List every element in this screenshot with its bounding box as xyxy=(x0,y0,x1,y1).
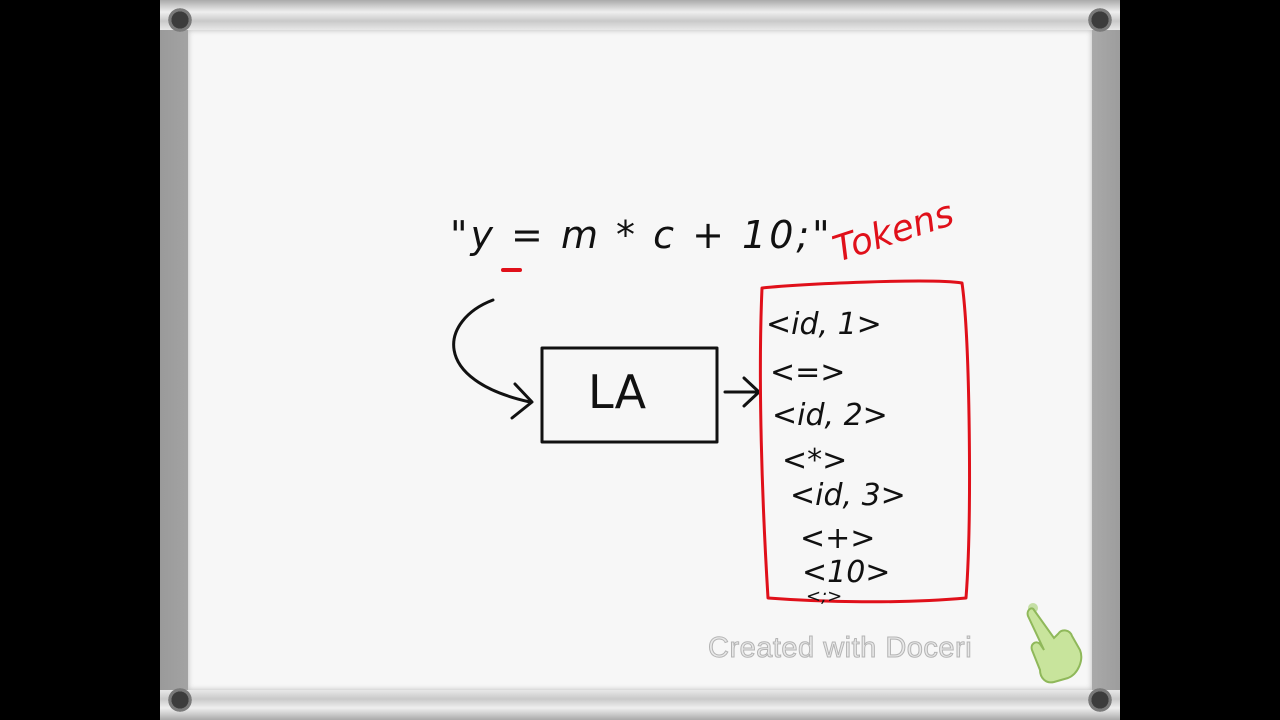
token-list: <id, 1> <=> <id, 2> <*> <id, 3> <+> <10>… xyxy=(766,307,906,607)
tokens-label: Tokens xyxy=(828,193,959,270)
frame-corner-bottom-left xyxy=(165,685,195,715)
token-item: <+> xyxy=(800,521,875,556)
input-arrow xyxy=(452,298,532,404)
token-item: <10> xyxy=(802,555,890,590)
token-item: <id, 3> xyxy=(790,478,906,513)
token-item: <=> xyxy=(770,355,845,390)
whiteboard-surface xyxy=(188,30,1092,690)
lexical-analyzer-label: LA xyxy=(588,365,647,419)
lexical-analyzer-box xyxy=(540,346,719,444)
pointing-hand-icon xyxy=(1026,603,1083,684)
token-item: <id, 2> xyxy=(772,398,888,433)
input-arrow-head xyxy=(510,382,534,420)
token-item: <;> xyxy=(806,586,842,607)
token-item: <id, 1> xyxy=(766,307,882,342)
token-stream-box xyxy=(758,279,971,604)
token-item: <*> xyxy=(782,443,847,478)
frame-corner-bottom-right xyxy=(1085,685,1115,715)
doceri-watermark: Created with Doceri xyxy=(707,632,973,665)
expression-text: "y = m * c + 10;" xyxy=(450,213,833,257)
